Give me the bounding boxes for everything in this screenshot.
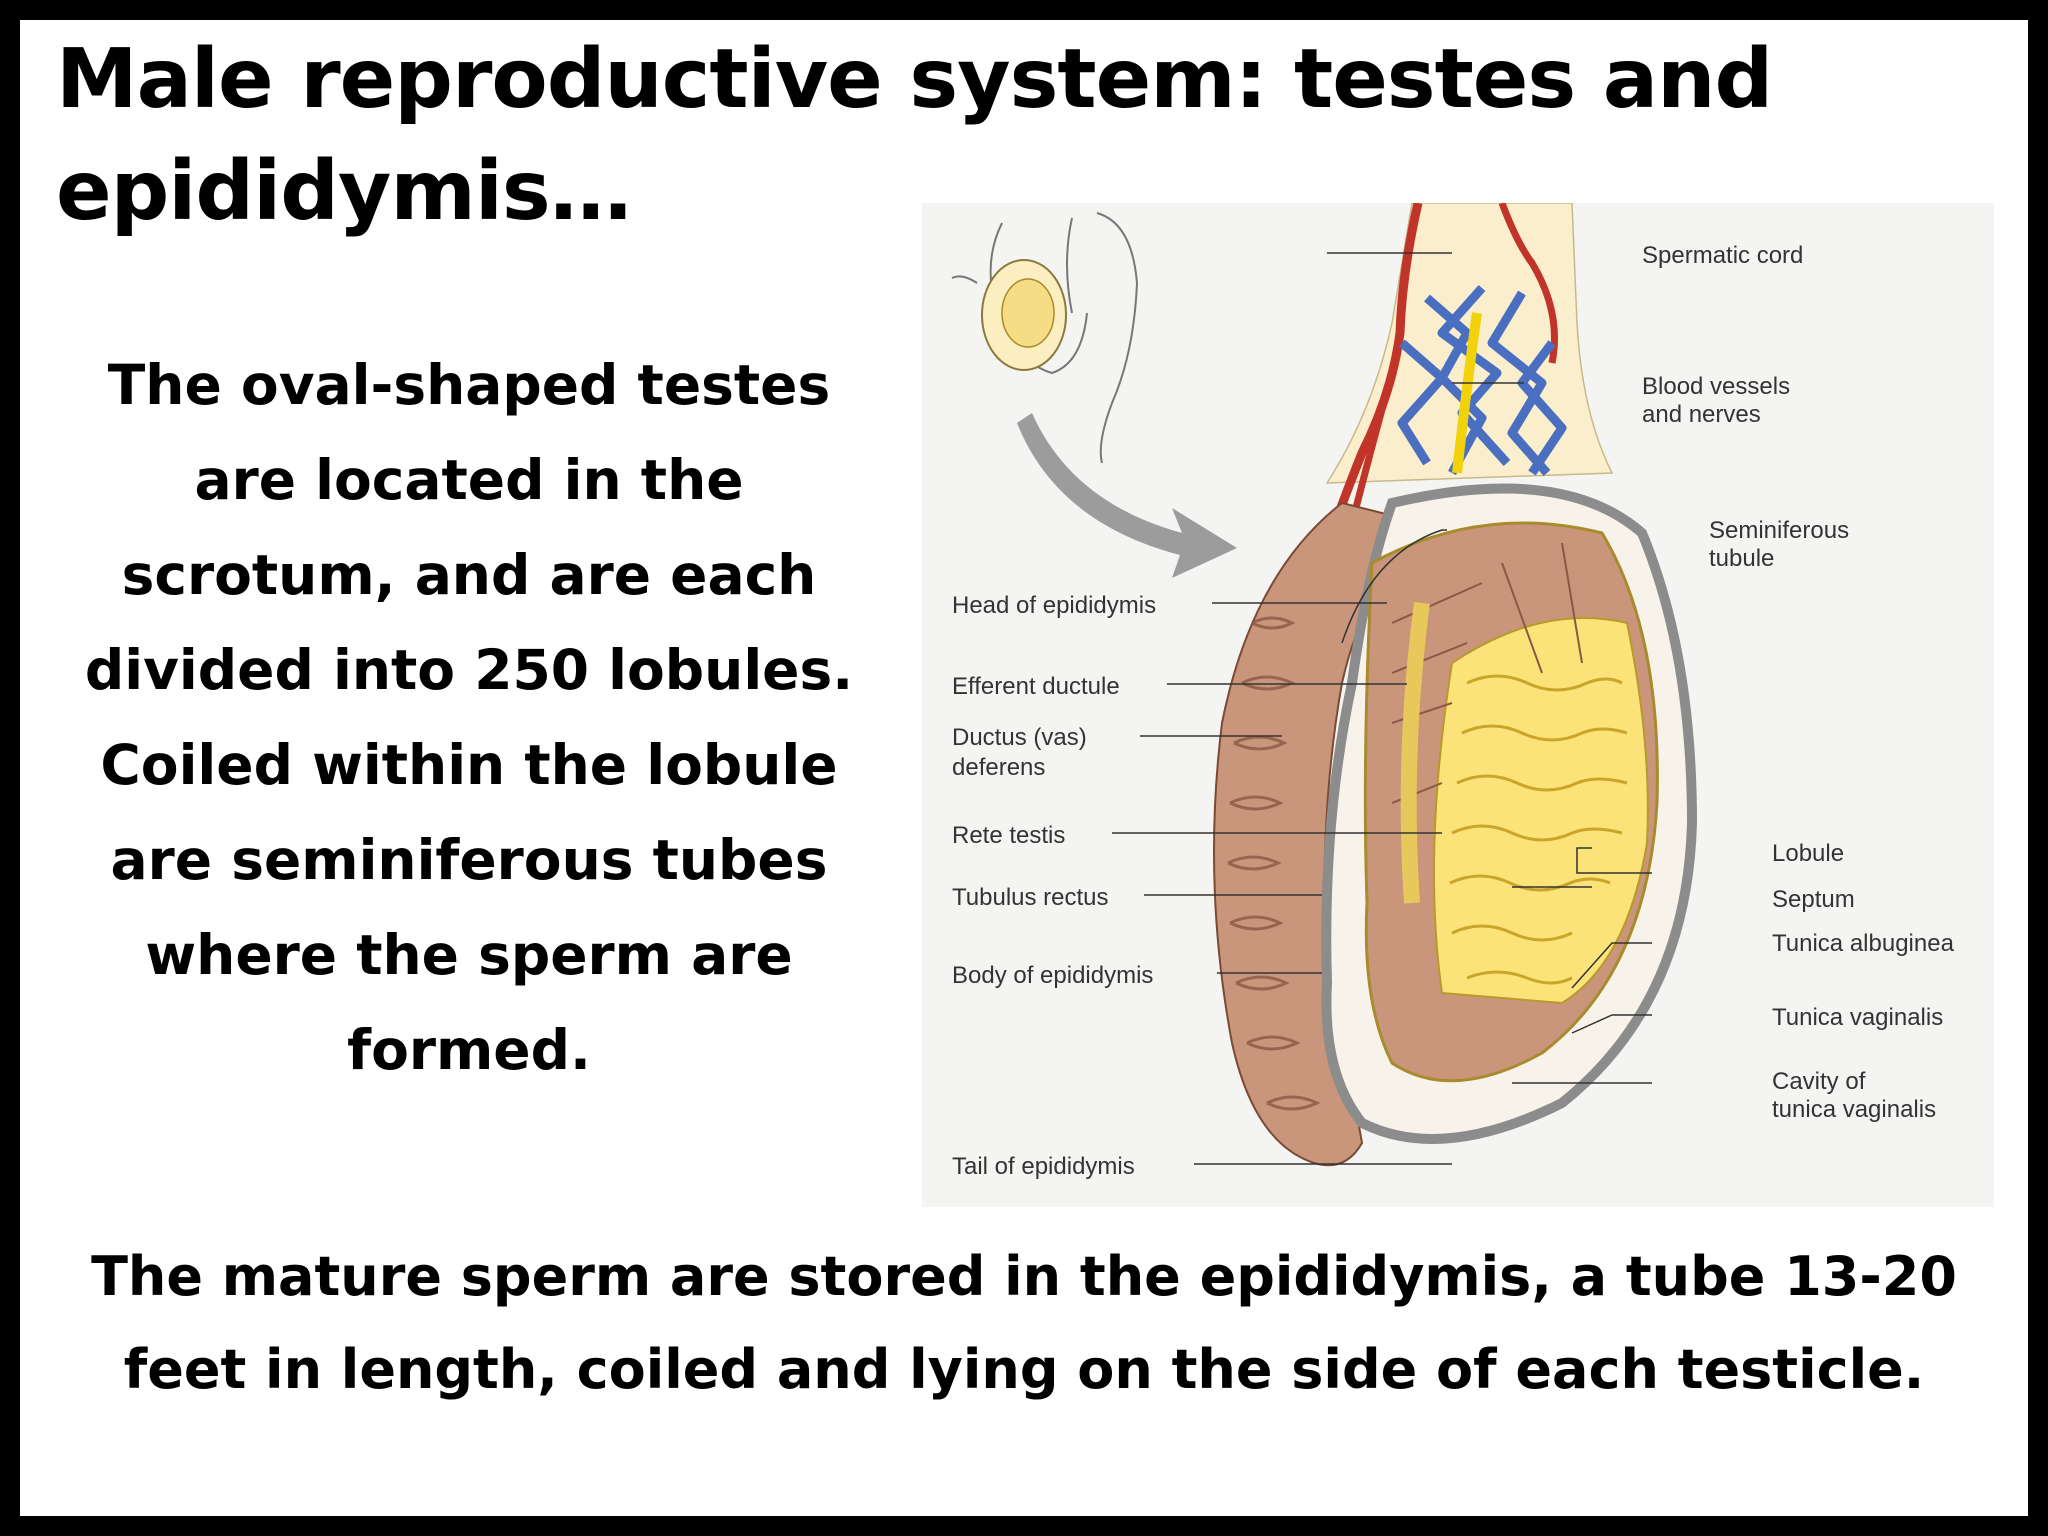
label-rete-testis: Rete testis: [952, 822, 1065, 849]
leader-lines: [1112, 252, 1652, 1165]
rete-testis: [1400, 601, 1430, 904]
lobules: [1433, 617, 1649, 1005]
label-lobule: Lobule: [1772, 840, 1844, 867]
label-tail-epididymis: Tail of epididymis: [952, 1153, 1135, 1180]
label-spermatic-cord: Spermatic cord: [1642, 242, 1803, 269]
label-cavity-of: Cavity of: [1772, 1068, 1866, 1095]
label-tunica-vaginalis-cavity: tunica vaginalis: [1772, 1096, 1936, 1123]
label-head-epididymis: Head of epididymis: [952, 592, 1156, 619]
artery-right: [1498, 203, 1558, 364]
lobule-coils: [1449, 674, 1628, 985]
slide-title: Male reproductive system: testes and epi…: [56, 32, 1773, 239]
epididymis-coils: [1227, 616, 1321, 1111]
label-tubule: tubule: [1709, 545, 1774, 572]
label-tunica-vaginalis: Tunica vaginalis: [1772, 1004, 1943, 1031]
label-ductus-vas: Ductus (vas): [952, 724, 1087, 751]
pointer-arrow: [1017, 413, 1237, 578]
vessel-plexus: [1397, 285, 1567, 476]
slide: Male reproductive system: testes and epi…: [20, 20, 2028, 1516]
testis-anatomy-diagram: Spermatic cord Blood vessels and nerves …: [922, 203, 1994, 1207]
label-tubulus-rectus: Tubulus rectus: [952, 884, 1109, 911]
label-septum: Septum: [1772, 886, 1855, 913]
label-body-epididymis: Body of epididymis: [952, 962, 1153, 989]
nerve: [1452, 312, 1482, 474]
label-seminiferous: Seminiferous: [1709, 517, 1849, 544]
septa: [1391, 542, 1583, 804]
label-efferent-ductule: Efferent ductule: [952, 673, 1120, 700]
label-blood-vessels: Blood vessels: [1642, 373, 1790, 400]
label-tunica-albuginea: Tunica albuginea: [1772, 930, 1955, 957]
epididymis-description: The mature sperm are stored in the epidi…: [91, 1245, 1957, 1401]
epididymis: [1213, 501, 1424, 1167]
label-and-nerves: and nerves: [1642, 401, 1761, 428]
testes-description: The oval-shaped testes are located in th…: [84, 353, 854, 1082]
label-deferens: deferens: [952, 754, 1045, 781]
